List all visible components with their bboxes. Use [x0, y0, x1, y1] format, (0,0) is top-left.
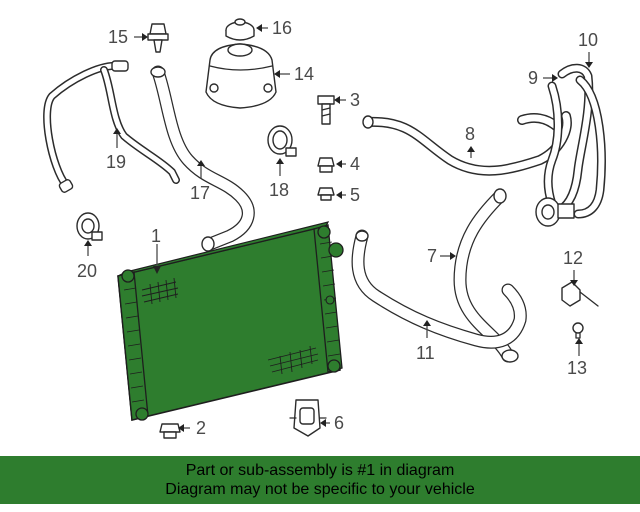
callout-8: 8: [465, 124, 475, 144]
parts-diagram: 1 2 3 4 5 6 7 8 9 10 11 12 13 14 15 16 1…: [43, 18, 606, 439]
callout-10: 10: [578, 30, 598, 50]
hose-clamp-part-18[interactable]: [267, 125, 297, 157]
reservoir-cap-part-16[interactable]: [225, 18, 255, 41]
callout-11: 11: [416, 343, 435, 363]
radiator-part-1[interactable]: [117, 221, 344, 421]
mount-bracket-part-6[interactable]: [289, 399, 327, 437]
callout-16: 16: [272, 18, 292, 38]
callout-7: 7: [427, 246, 437, 266]
callout-9: 9: [528, 68, 538, 88]
heater-valve[interactable]: [535, 197, 575, 227]
callout-5: 5: [350, 185, 360, 205]
callout-12: 12: [563, 248, 583, 268]
push-pin-part-15[interactable]: [147, 23, 169, 53]
callout-14: 14: [294, 64, 314, 84]
nut-part-5[interactable]: [317, 187, 335, 201]
callout-15: 15: [108, 27, 128, 47]
callout-18: 18: [269, 180, 289, 200]
screw-part-13[interactable]: [572, 322, 584, 339]
callout-3: 3: [350, 90, 360, 110]
lower-hose-part-11[interactable]: [351, 229, 527, 349]
callout-13: 13: [567, 358, 587, 378]
banner-line-1: Part or sub-assembly is #1 in diagram: [185, 462, 455, 479]
drain-plug-part-2[interactable]: [159, 423, 181, 439]
bracket-part-12[interactable]: [561, 281, 599, 307]
callout-17: 17: [190, 183, 210, 203]
upper-hose-part-17[interactable]: [150, 65, 255, 252]
callout-2: 2: [196, 418, 206, 438]
bypass-hose-part-19[interactable]: [43, 60, 180, 193]
callout-6: 6: [334, 413, 344, 433]
heater-pipes-part-9-10[interactable]: [543, 63, 606, 219]
leader-lines: [84, 24, 593, 432]
nut-part-4[interactable]: [317, 157, 335, 173]
coolant-reservoir-part-14[interactable]: [205, 43, 277, 109]
callout-20: 20: [77, 261, 97, 281]
clamp-part-20[interactable]: [76, 212, 103, 241]
callout-4: 4: [350, 154, 360, 174]
callout-1: 1: [151, 226, 161, 246]
diagram-notice-banner: Part or sub-assembly is #1 in diagram Di…: [0, 456, 640, 504]
callout-19: 19: [106, 152, 126, 172]
banner-line-2: Diagram may not be specific to your vehi…: [165, 481, 475, 498]
bolt-part-3[interactable]: [317, 95, 335, 125]
